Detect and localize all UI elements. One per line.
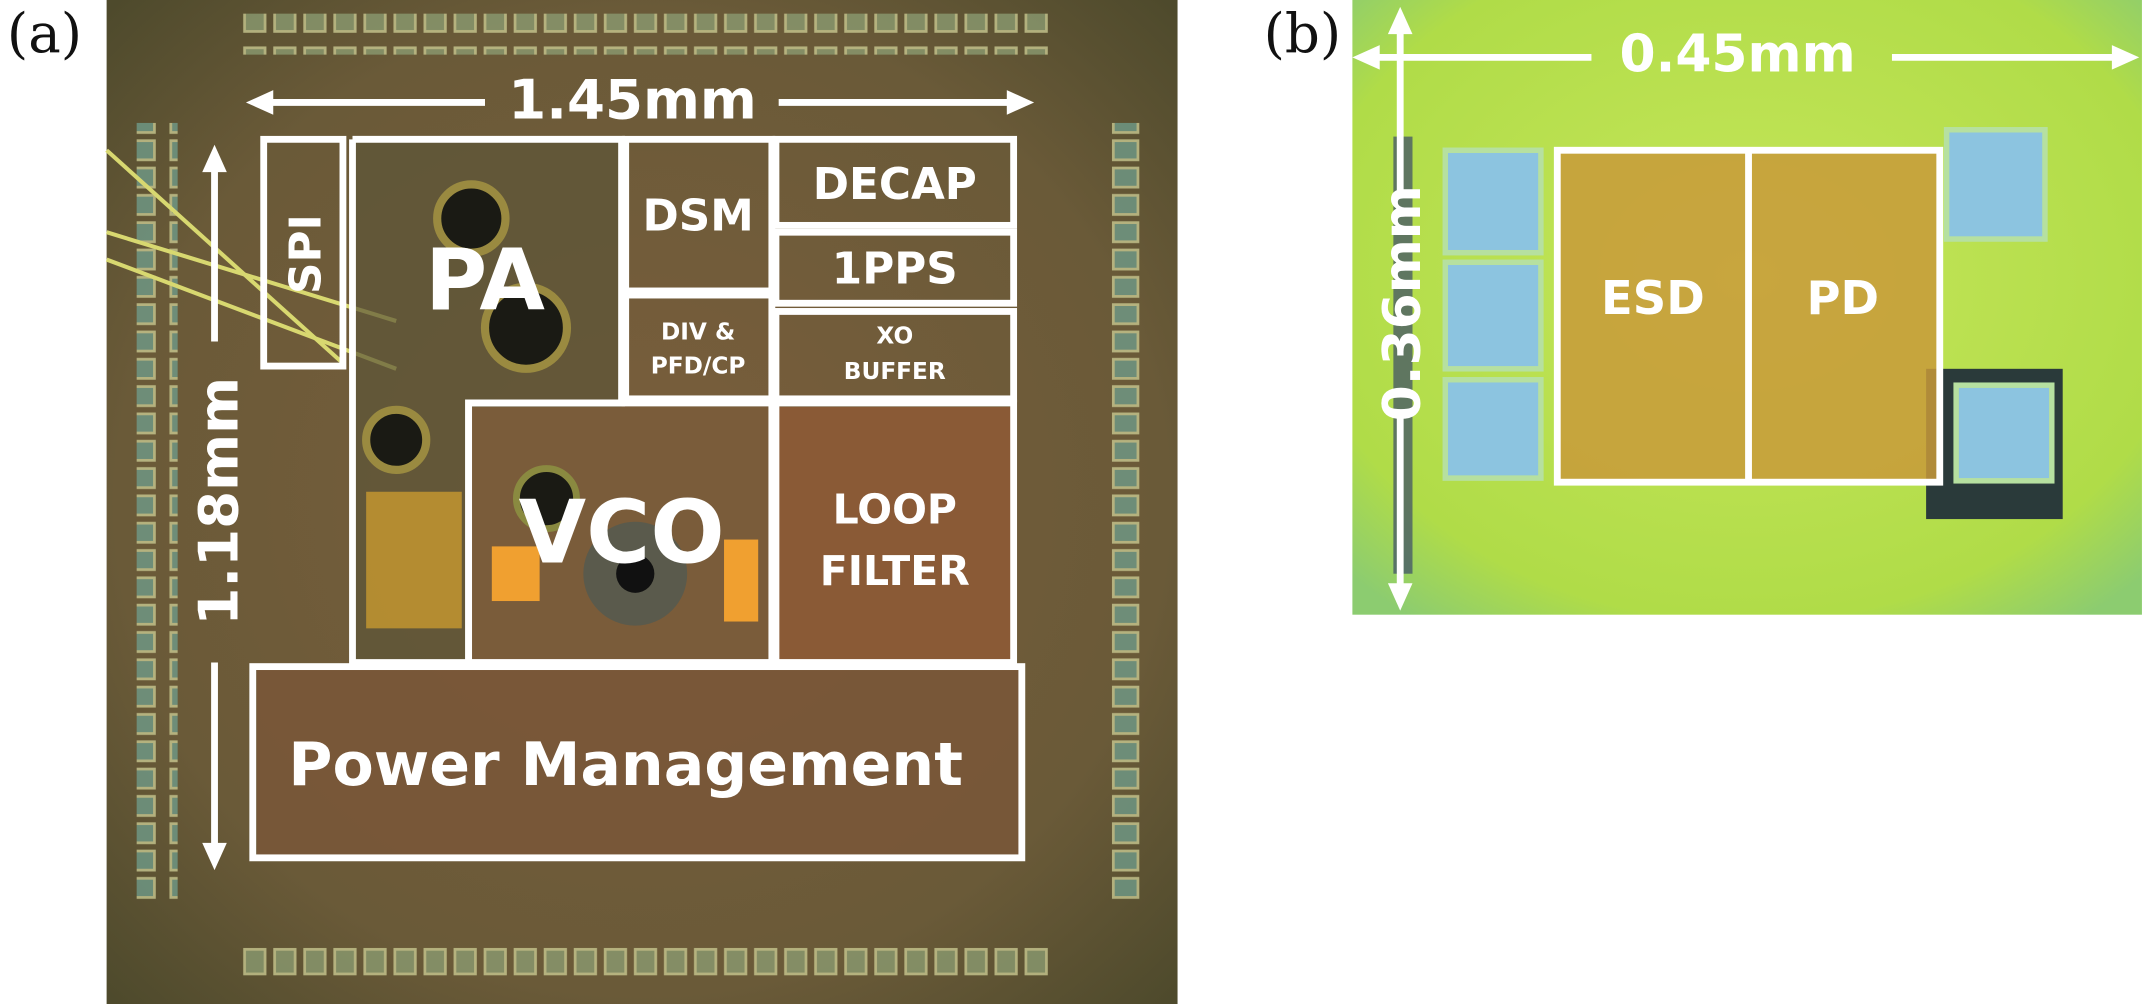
width-dimension-b: 0.45mm [1620,25,1856,85]
width-arrow [245,90,1035,115]
panel-a: (a) 1.45mm [7,0,1178,1004]
block-div-pfd-cp [622,291,776,403]
block-loop-filter [772,399,1018,666]
bond-pad [1442,259,1544,372]
inductor [433,180,510,257]
block-xo-buffer [772,308,1018,403]
block-power-management [249,663,1026,862]
block-div-label-2: PFD/CP [651,353,746,380]
block-xo-label-2: BUFFER [844,358,946,385]
inductor [480,282,572,373]
pad-ring-top [239,13,1052,55]
height-arrow-b [1387,6,1413,611]
block-loop-label-2: FILTER [820,547,970,595]
block-decap [772,135,1018,229]
block-dsm [622,135,776,295]
block-1pps [772,228,1018,307]
height-dimension-b: 0.36mm [1373,185,1433,421]
block-div-label-1: DIV & [661,318,735,345]
capacitor-array [366,491,462,629]
height-dimension: 1.18mm [187,377,251,626]
block-pa-label: PA [425,231,545,330]
block-spi [260,135,347,370]
pad-ring-bottom [239,935,1052,977]
capacitor-block [491,546,540,602]
inductor [362,405,431,474]
block-loop-label-1: LOOP [833,486,957,534]
loop-filter-area [778,407,1014,660]
block-1pps-label: 1PPS [832,244,958,295]
panel-a-label: (a) [7,1,82,65]
pad-ring-right [1109,122,1151,902]
block-power-label: Power Management [288,730,963,800]
height-arrow [202,144,227,871]
block-xo-label-1: XO [876,323,913,350]
pad-ring-left [136,122,178,902]
bond-pad [1442,377,1544,481]
block-pd-label: PD [1806,271,1879,325]
block-decap-label: DECAP [813,159,977,210]
power-area [256,669,1020,856]
bond-pad [1943,127,2048,242]
block-spi-label: SPI [281,214,332,294]
vco-core [616,554,655,593]
block-esd-label: ESD [1601,271,1705,325]
panel-b-label: (b) [1264,1,1342,65]
bond-pad [1442,147,1544,256]
block-vco-label: VCO [519,482,725,584]
width-dimension: 1.45mm [508,68,757,132]
bond-wires [105,148,397,371]
block-dsm-label: DSM [642,190,753,241]
vco-inductor [512,465,580,533]
block-vco [465,399,776,666]
bond-pad [1953,382,2055,484]
panel-b: (b) 0.45mm 0.36mm ESD PD [1264,0,2142,615]
capacitor-block [724,539,759,622]
